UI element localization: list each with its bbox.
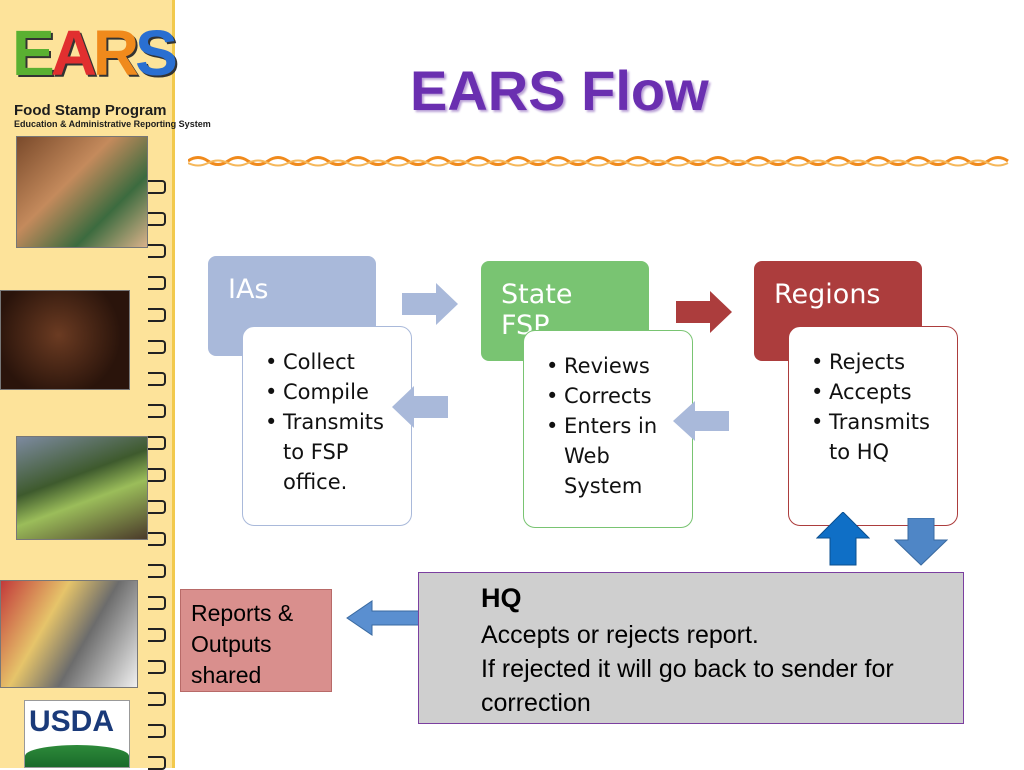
state-to-ias-back-arrow-icon xyxy=(392,386,448,428)
regions-list: Rejects Accepts Transmits to HQ xyxy=(811,347,939,467)
hq-to-regions-up-arrow-icon xyxy=(816,512,870,566)
binder-ring xyxy=(148,212,166,226)
binder-ring xyxy=(148,436,166,450)
reports-outputs-box: Reports & Outputs shared xyxy=(180,589,332,692)
binder-ring xyxy=(148,628,166,642)
binder-ring xyxy=(148,596,166,610)
slide-title: EARS Flow xyxy=(410,59,709,122)
hq-text-line-2: If rejected it will go back to sender fo… xyxy=(481,655,894,683)
logo-letter-s: S xyxy=(135,17,178,89)
logo-letters: EARS xyxy=(12,16,178,90)
binder-ring xyxy=(148,692,166,706)
binder-ring xyxy=(148,340,166,354)
grocery-store-photo xyxy=(0,580,138,688)
binder-ring xyxy=(148,404,166,418)
state-to-regions-arrow-icon xyxy=(676,291,732,333)
binder-ring xyxy=(148,500,166,514)
title-wavy-divider xyxy=(188,156,1009,167)
logo-program-name: Food Stamp Program xyxy=(14,102,167,119)
state-fsp-item-enters: Enters in Web System xyxy=(546,411,674,501)
hq-text-line-1: Accepts or rejects report. xyxy=(481,621,759,649)
logo-letter-a: A xyxy=(50,17,97,89)
usda-logo-text: USDA xyxy=(29,705,115,738)
state-fsp-item-reviews: Reviews xyxy=(546,351,674,381)
regions-header-label: Regions xyxy=(774,279,881,310)
baby-photo xyxy=(0,290,130,390)
binder-ring xyxy=(148,468,166,482)
children-playground-photo xyxy=(16,436,148,540)
regions-detail-box: Rejects Accepts Transmits to HQ xyxy=(788,326,958,526)
ias-item-collect: Collect xyxy=(265,347,393,377)
ias-item-compile: Compile xyxy=(265,377,393,407)
binder-ring xyxy=(148,532,166,546)
binder-ring xyxy=(148,180,166,194)
binder-ring xyxy=(148,276,166,290)
ias-header-label: IAs xyxy=(228,274,269,305)
binder-ring xyxy=(148,372,166,386)
ias-list: Collect Compile Transmits to FSP office. xyxy=(265,347,393,497)
ias-detail-box: Collect Compile Transmits to FSP office. xyxy=(242,326,412,526)
logo-letter-r: R xyxy=(92,17,139,89)
hq-title: HQ xyxy=(481,583,522,613)
binder-ring xyxy=(148,244,166,258)
regions-item-transmits: Transmits to HQ xyxy=(811,407,939,467)
ears-logo: EARS Food Stamp Program Education & Admi… xyxy=(8,6,211,129)
state-fsp-item-corrects: Corrects xyxy=(546,381,674,411)
reports-outputs-label: Reports & Outputs shared xyxy=(191,600,294,688)
regions-item-accepts: Accepts xyxy=(811,377,939,407)
binder-ring xyxy=(148,660,166,674)
hq-box: HQ Accepts or rejects report. If rejecte… xyxy=(418,572,964,724)
logo-letter-e: E xyxy=(12,17,55,89)
usda-swoosh xyxy=(25,745,129,767)
regions-to-hq-down-arrow-icon xyxy=(894,518,948,566)
ias-item-transmits: Transmits to FSP office. xyxy=(265,407,393,497)
family-dinner-photo xyxy=(16,136,148,248)
state-fsp-list: Reviews Corrects Enters in Web System xyxy=(546,351,674,501)
binder-ring xyxy=(148,308,166,322)
binder-ring xyxy=(148,724,166,738)
regions-to-state-back-arrow-icon xyxy=(673,401,729,441)
binder-ring xyxy=(148,564,166,578)
usda-logo: USDA xyxy=(24,700,130,768)
regions-item-rejects: Rejects xyxy=(811,347,939,377)
hq-to-reports-arrow-icon xyxy=(346,600,420,636)
state-fsp-detail-box: Reviews Corrects Enters in Web System xyxy=(523,330,693,528)
hq-text-line-3: correction xyxy=(481,689,591,717)
ias-to-state-arrow-icon xyxy=(402,283,458,325)
logo-system-name: Education & Administrative Reporting Sys… xyxy=(14,119,211,129)
